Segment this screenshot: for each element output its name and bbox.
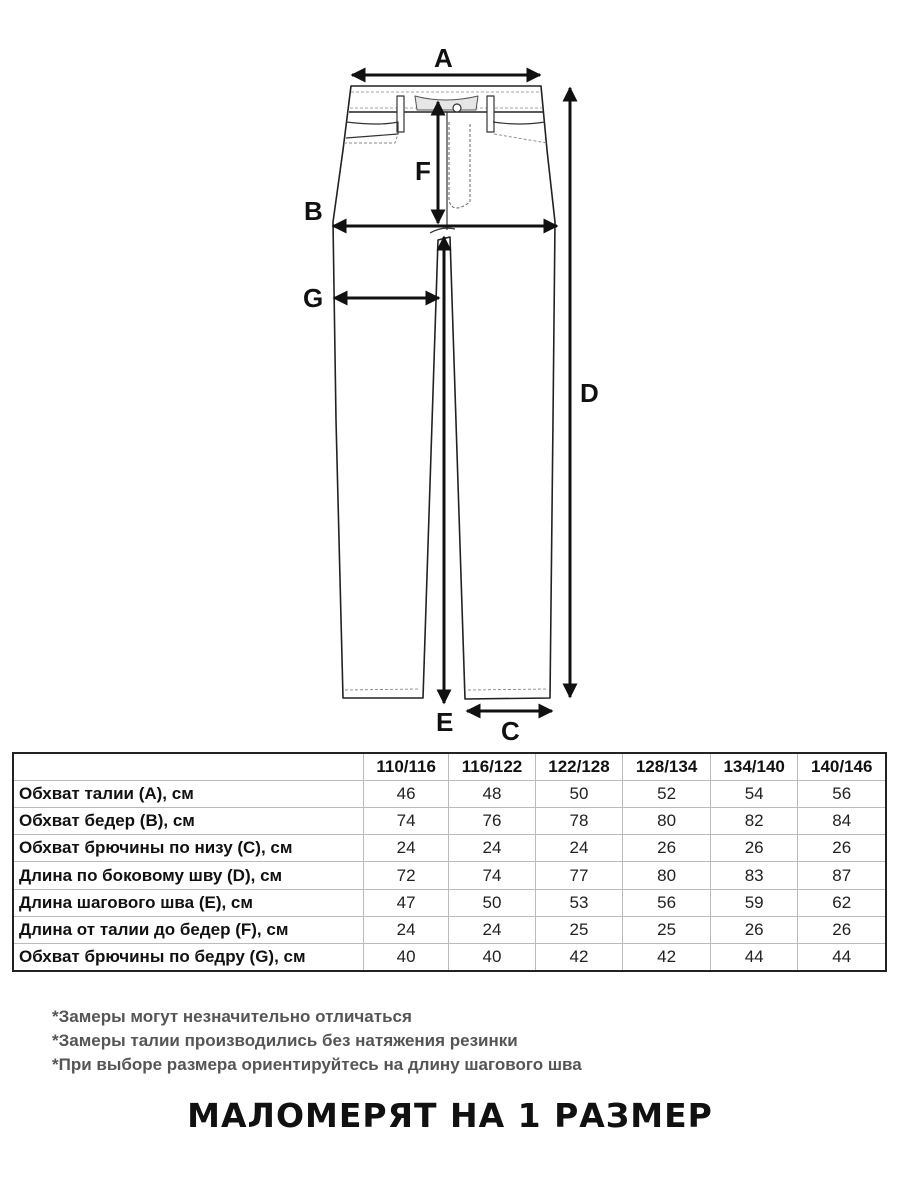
footnotes: *Замеры могут незначительно отличаться *…: [52, 1005, 582, 1077]
belt-loop-left: [396, 95, 405, 133]
table-cell: 26: [797, 834, 885, 863]
footnote: *Замеры талии производились без натяжени…: [52, 1031, 518, 1050]
pocket-left: [345, 121, 399, 139]
table-cell: 24: [448, 834, 536, 863]
table-cell: 56: [622, 888, 711, 917]
row-label: Длина по боковому шву (D), см: [14, 861, 364, 890]
table-cell: 62: [797, 888, 885, 917]
table-row: Длина по боковому шву (D), см 72 74 77 8…: [14, 861, 885, 890]
row-label: Обхват брючины по низу (C), см: [14, 834, 364, 863]
table-cell: 82: [709, 807, 799, 836]
table-cell: 50: [448, 888, 536, 917]
size-header: 116/122: [448, 754, 536, 782]
label-f: F: [415, 156, 431, 186]
table-cell: 53: [534, 888, 624, 917]
table-cell: 84: [797, 807, 885, 836]
size-header-row: 110/116 116/122 122/128 128/134 134/140 …: [14, 754, 885, 782]
label-d: D: [580, 378, 599, 408]
table-cell: 26: [709, 915, 799, 944]
table-cell: 52: [622, 780, 711, 809]
label-g: G: [303, 283, 323, 313]
table-cell: 44: [709, 942, 799, 970]
table-cell: 25: [622, 915, 711, 944]
size-header: 134/140: [709, 754, 799, 782]
table-cell: 44: [797, 942, 885, 970]
footnote: *Замеры могут незначительно отличаться: [52, 1007, 412, 1026]
table-cell: 80: [622, 807, 711, 836]
size-header: 122/128: [534, 754, 624, 782]
button: [452, 103, 462, 113]
table-cell: 24: [362, 834, 450, 863]
row-label: Длина от талии до бедер (F), см: [14, 915, 364, 944]
pocket-right: [492, 121, 546, 125]
size-header-corner: [14, 754, 364, 782]
table-row: Обхват брючины по бедру (G), см 40 40 42…: [14, 942, 885, 970]
table-cell: 83: [709, 861, 799, 890]
belt-loop-right: [486, 95, 495, 133]
table-cell: 48: [448, 780, 536, 809]
size-header: 128/134: [622, 754, 711, 782]
table-cell: 26: [622, 834, 711, 863]
size-header: 110/116: [362, 754, 450, 782]
table-cell: 78: [534, 807, 624, 836]
label-e: E: [436, 707, 453, 737]
table-cell: 76: [448, 807, 536, 836]
table-cell: 24: [362, 915, 450, 944]
table-row: Обхват талии (A), см 46 48 50 52 54 56: [14, 780, 885, 809]
table-row: Длина шагового шва (E), см 47 50 53 56 5…: [14, 888, 885, 917]
row-label: Длина шагового шва (E), см: [14, 888, 364, 917]
table-cell: 50: [534, 780, 624, 809]
table-cell: 26: [709, 834, 799, 863]
table-cell: 40: [448, 942, 536, 970]
row-label: Обхват бедер (B), см: [14, 807, 364, 836]
table-cell: 42: [622, 942, 711, 970]
row-label: Обхват брючины по бедру (G), см: [14, 942, 364, 970]
table-cell: 40: [362, 942, 450, 970]
pants-drawing: [332, 85, 556, 700]
table-cell: 74: [448, 861, 536, 890]
table-cell: 46: [362, 780, 450, 809]
table-cell: 25: [534, 915, 624, 944]
table-cell: 74: [362, 807, 450, 836]
table-cell: 24: [448, 915, 536, 944]
table-cell: 87: [797, 861, 885, 890]
table-row: Обхват брючины по низу (C), см 24 24 24 …: [14, 834, 885, 863]
table-row: Обхват бедер (B), см 74 76 78 80 82 84: [14, 807, 885, 836]
table-cell: 24: [534, 834, 624, 863]
table-cell: 80: [622, 861, 711, 890]
size-table: 110/116 116/122 122/128 128/134 134/140 …: [14, 754, 885, 970]
size-header: 140/146: [797, 754, 885, 782]
label-a: A: [434, 43, 453, 73]
pants-measurement-diagram: A B F G D E C: [303, 43, 599, 746]
table-cell: 77: [534, 861, 624, 890]
table-cell: 56: [797, 780, 885, 809]
footnote: *При выборе размера ориентируйтесь на дл…: [52, 1055, 582, 1074]
size-warning-headline: МАЛОМЕРЯТ НА 1 РАЗМЕР: [187, 1096, 713, 1135]
table-cell: 42: [534, 942, 624, 970]
table-row: Длина от талии до бедер (F), см 24 24 25…: [14, 915, 885, 944]
size-table-frame: 110/116 116/122 122/128 128/134 134/140 …: [12, 752, 887, 972]
row-label: Обхват талии (A), см: [14, 780, 364, 809]
table-cell: 59: [709, 888, 799, 917]
table-cell: 47: [362, 888, 450, 917]
label-b: B: [304, 196, 323, 226]
table-cell: 54: [709, 780, 799, 809]
measurement-arrows: [331, 67, 578, 719]
table-cell: 72: [362, 861, 450, 890]
table-cell: 26: [797, 915, 885, 944]
label-c: C: [501, 716, 520, 746]
